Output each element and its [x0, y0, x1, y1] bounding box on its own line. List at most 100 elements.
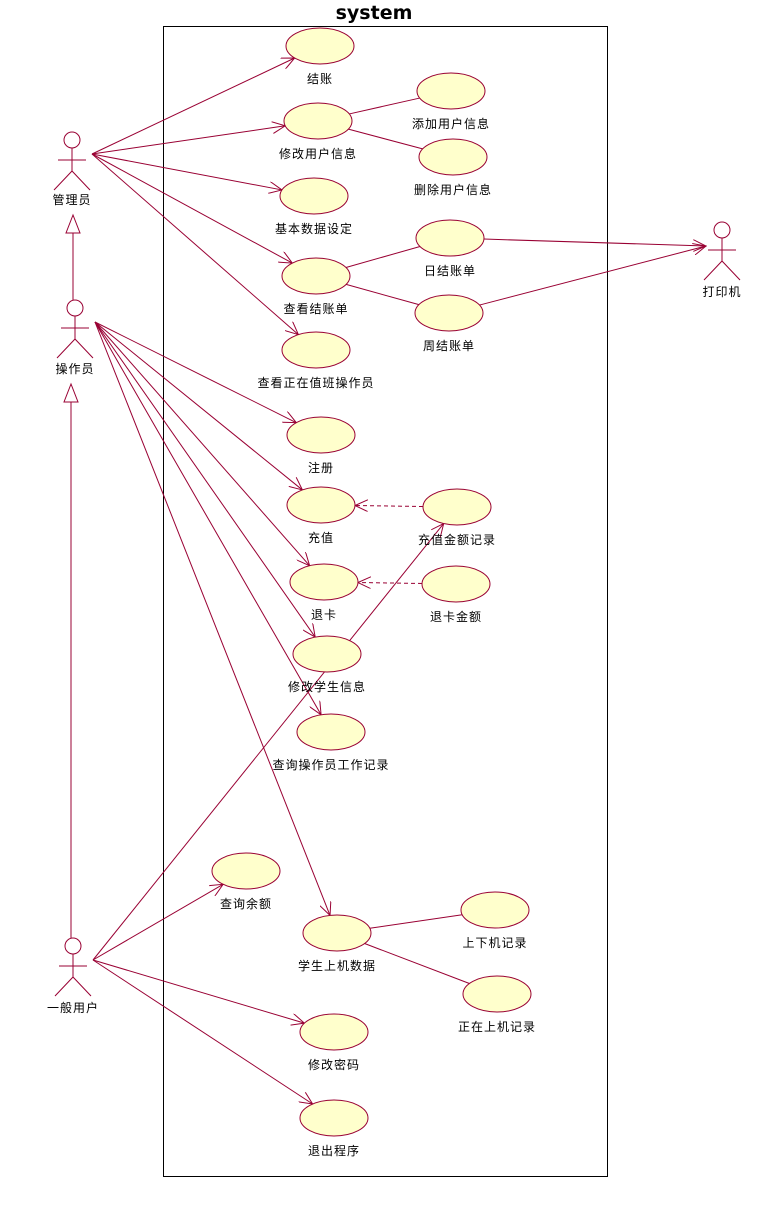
use-case-recharge[interactable]: 充值 [286, 486, 356, 545]
use-case-exit[interactable]: 退出程序 [299, 1099, 369, 1158]
use-case-ellipse[interactable] [299, 1013, 369, 1051]
use-case-ellipse[interactable] [422, 488, 492, 526]
use-case-ellipse[interactable] [299, 1099, 369, 1137]
use-case-onoff-log[interactable]: 上下机记录 [460, 891, 530, 950]
use-case-label: 正在上机记录 [458, 1020, 536, 1034]
use-case-label: 退出程序 [308, 1143, 360, 1158]
edge-association-operator-refund [94, 321, 310, 566]
use-case-ellipse[interactable] [421, 565, 491, 603]
edge-association-admin-view_onduty [91, 153, 298, 335]
use-case-recharge-log[interactable]: 充值金额记录 [418, 488, 496, 547]
use-case-ellipse[interactable] [281, 257, 351, 295]
use-case-edit-user[interactable]: 修改用户信息 [279, 102, 357, 161]
use-case-del-user[interactable]: 删除用户信息 [414, 138, 492, 197]
use-case-daily-bill[interactable]: 日结账单 [415, 219, 485, 278]
actor-body-icon [56, 316, 94, 359]
use-case-basic-data[interactable]: 基本数据设定 [275, 177, 353, 236]
edge-association-admin-checkout [91, 58, 295, 155]
actor-label: 操作员 [55, 361, 94, 376]
edge-aggregation-weekly_bill-view_bill [346, 284, 420, 306]
use-case-ellipse[interactable] [460, 891, 530, 929]
edge-association-weekly_bill-printer [479, 246, 706, 306]
generalization-triangle-icon [63, 382, 79, 403]
actor-body-icon [703, 238, 741, 281]
edge-dependency-refund_amount-refund [358, 583, 423, 584]
use-case-label: 充值 [308, 530, 334, 545]
use-case-label: 查看正在值班操作员 [257, 375, 374, 390]
use-case-label: 日结账单 [424, 264, 476, 278]
use-case-label: 查询余额 [220, 896, 272, 911]
use-case-ellipse[interactable] [281, 331, 351, 369]
edge-aggregation-online_now-student_online [365, 944, 470, 984]
use-case-online-now[interactable]: 正在上机记录 [458, 975, 536, 1034]
use-case-register[interactable]: 注册 [286, 416, 356, 475]
use-case-label: 注册 [308, 460, 334, 475]
use-case-ellipse[interactable] [414, 294, 484, 332]
edge-association-operator-edit_student [94, 321, 315, 637]
use-case-ellipse[interactable] [285, 27, 355, 65]
system-title: system [336, 2, 413, 24]
system-boundary [163, 26, 608, 1177]
use-case-label: 结账 [307, 72, 333, 86]
actor-head-icon [64, 937, 82, 955]
edge-association-admin-edit_user [91, 126, 285, 155]
use-case-checkout[interactable]: 结账 [285, 27, 355, 86]
use-case-label: 查询操作员工作记录 [272, 757, 389, 772]
use-case-change-pwd[interactable]: 修改密码 [299, 1013, 369, 1072]
use-case-view-bill[interactable]: 查看结账单 [281, 257, 351, 316]
use-case-label: 学生上机数据 [298, 958, 376, 973]
use-case-label: 退卡金额 [430, 609, 482, 624]
use-case-ellipse[interactable] [289, 563, 359, 601]
use-case-ellipse[interactable] [462, 975, 532, 1013]
use-case-label: 修改密码 [308, 1057, 360, 1072]
actor-label: 一般用户 [47, 1000, 99, 1015]
use-case-ellipse[interactable] [286, 416, 356, 454]
edge-association-operator-recharge [94, 321, 302, 490]
use-case-student-online[interactable]: 学生上机数据 [298, 914, 376, 973]
actor-operator[interactable]: 操作员 [55, 299, 94, 376]
use-case-label: 查看结账单 [283, 302, 348, 316]
edge-association-user-exit [92, 959, 313, 1104]
use-case-op-worklog[interactable]: 查询操作员工作记录 [272, 713, 389, 772]
use-case-refund[interactable]: 退卡 [289, 563, 359, 622]
generalization-triangle-icon [65, 213, 81, 234]
use-case-ellipse[interactable] [416, 72, 486, 110]
use-case-view-onduty[interactable]: 查看正在值班操作员 [257, 331, 374, 390]
use-case-label: 充值金额记录 [418, 532, 496, 547]
use-case-refund-amount[interactable]: 退卡金额 [421, 565, 491, 624]
use-case-balance[interactable]: 查询余额 [211, 852, 281, 911]
edge-association-operator-student_online [94, 321, 330, 915]
use-case-ellipse[interactable] [302, 914, 372, 952]
use-case-ellipse[interactable] [286, 486, 356, 524]
use-case-ellipse[interactable] [283, 102, 353, 140]
use-case-ellipse[interactable] [292, 635, 362, 673]
actor-head-icon [713, 221, 731, 239]
actor-head-icon [63, 131, 81, 149]
actor-admin[interactable]: 管理员 [52, 131, 91, 207]
edge-association-user-change_pwd [92, 959, 304, 1023]
use-case-label: 添加用户信息 [412, 116, 490, 131]
use-case-ellipse[interactable] [211, 852, 281, 890]
actor-user[interactable]: 一般用户 [47, 937, 99, 1015]
edge-association-admin-basic_data [91, 153, 282, 190]
edge-association-operator-op_worklog [94, 321, 321, 715]
edge-association-admin-view_bill [91, 153, 292, 263]
use-case-ellipse[interactable] [418, 138, 488, 176]
edge-association-operator-register [94, 321, 296, 423]
use-case-weekly-bill[interactable]: 周结账单 [414, 294, 484, 353]
use-case-ellipse[interactable] [279, 177, 349, 215]
use-case-label: 基本数据设定 [275, 221, 353, 236]
edge-aggregation-onoff_log-student_online [370, 914, 463, 928]
use-case-label: 修改用户信息 [279, 146, 357, 161]
actor-printer[interactable]: 打印机 [702, 221, 741, 299]
use-case-edit-student[interactable]: 修改学生信息 [288, 635, 366, 694]
edge-aggregation-del_user-edit_user [348, 129, 423, 150]
use-case-label: 周结账单 [423, 339, 475, 353]
edge-dependency-recharge_log-recharge [355, 505, 424, 506]
use-case-ellipse[interactable] [296, 713, 366, 751]
use-case-ellipse[interactable] [415, 219, 485, 257]
use-case-label: 退卡 [311, 608, 337, 622]
edge-aggregation-add_user-edit_user [349, 97, 420, 114]
use-case-add-user[interactable]: 添加用户信息 [412, 72, 490, 131]
use-case-label: 上下机记录 [462, 936, 527, 950]
